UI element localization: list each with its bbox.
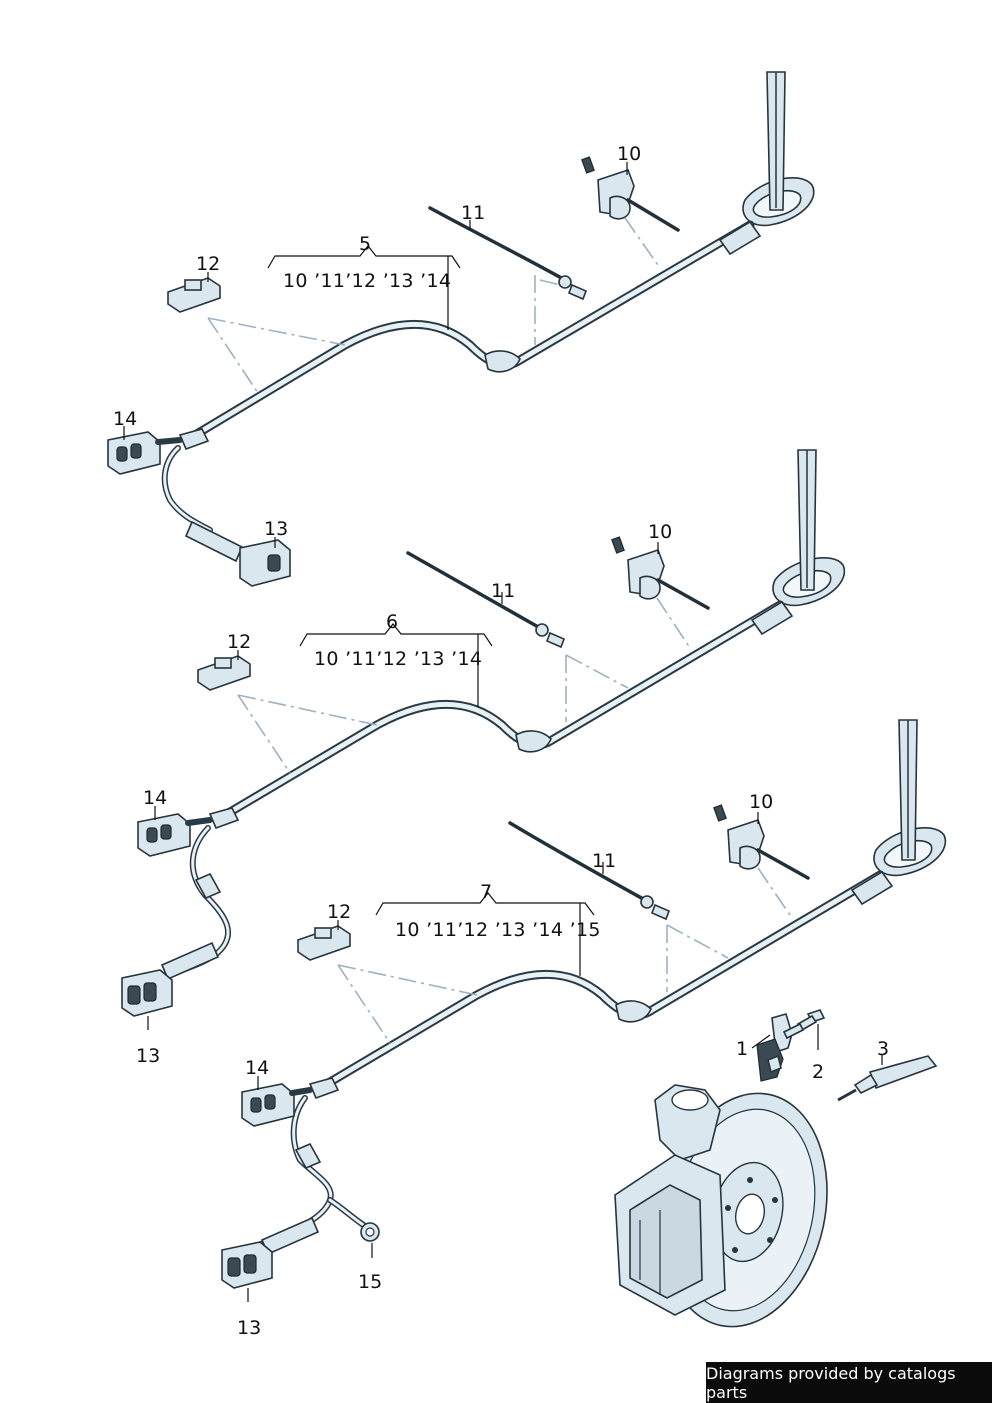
wire-harness-7 [315,870,885,1093]
callout-bolt-2: 2 [812,1061,825,1083]
callout-connector-14-c: 14 [245,1057,270,1079]
callout-clip-10-c: 10 [749,791,774,813]
callout-grease-3: 3 [877,1038,890,1060]
grommet-2 [772,449,846,607]
grease-tube-3 [837,1055,938,1102]
brake-disc-assembly [614,1084,828,1328]
plug-connector-14-b [137,813,213,857]
wire-harness-6 [215,600,785,823]
speed-sensor-1 [751,1013,793,1082]
callout-connector-14-a: 14 [113,408,138,430]
grommet-3 [873,719,947,877]
years-set-3: 10 ’11’12 ’13 ’14 ’15 [395,919,601,941]
cable-tie-11-b [406,551,566,649]
callout-bracket-12-b: 12 [227,631,252,653]
plug-connector-13-c [221,1241,273,1289]
ring-terminal-15 [360,1222,380,1242]
years-set-1: 10 ’11’12 ’13 ’14 [283,270,452,292]
harness-set-3 [221,719,947,1302]
plug-connector-13 [239,539,291,587]
cable-tie-11-c [508,821,671,921]
callout-connector-13-b: 13 [136,1045,161,1067]
callout-tie-11-b: 11 [491,580,516,602]
callout-sensor-1: 1 [736,1038,749,1060]
callout-wire-5: 5 [359,233,372,255]
mounting-bracket-12-c [297,925,351,961]
callout-ring-terminal-15: 15 [358,1271,383,1293]
grommet-1 [742,71,815,227]
callout-connector-14-b: 14 [143,787,168,809]
mounting-bracket-12 [167,277,221,313]
hex-bolt-2 [782,1009,826,1050]
callout-bracket-12-c: 12 [327,901,352,923]
harness-set-1 [107,71,815,587]
callout-bracket-12-a: 12 [196,253,221,275]
years-set-2: 10 ’11’12 ’13 ’14 [314,648,483,670]
cable-clip-10-c [713,804,810,880]
callout-connector-13-c: 13 [237,1317,262,1339]
callout-wire-7: 7 [480,881,493,903]
cable-clip-10 [581,156,680,232]
cable-tie-11 [428,206,588,301]
callout-tie-11-c: 11 [592,850,617,872]
cable-clip-10-b [611,536,710,610]
plug-connector-14 [107,431,183,475]
mounting-bracket-12-b [197,655,251,691]
callout-clip-10-a: 10 [617,143,642,165]
plug-connector-14-c [241,1083,313,1127]
callout-connector-13-a: 13 [264,518,289,540]
callout-clip-10-b: 10 [648,521,673,543]
callout-tie-11-a: 11 [461,202,486,224]
callout-wire-6: 6 [386,611,399,633]
credit-footer: Diagrams provided by catalogs parts [706,1362,992,1403]
harness-set-2 [121,449,846,1030]
plug-connector-13-b [121,969,173,1017]
